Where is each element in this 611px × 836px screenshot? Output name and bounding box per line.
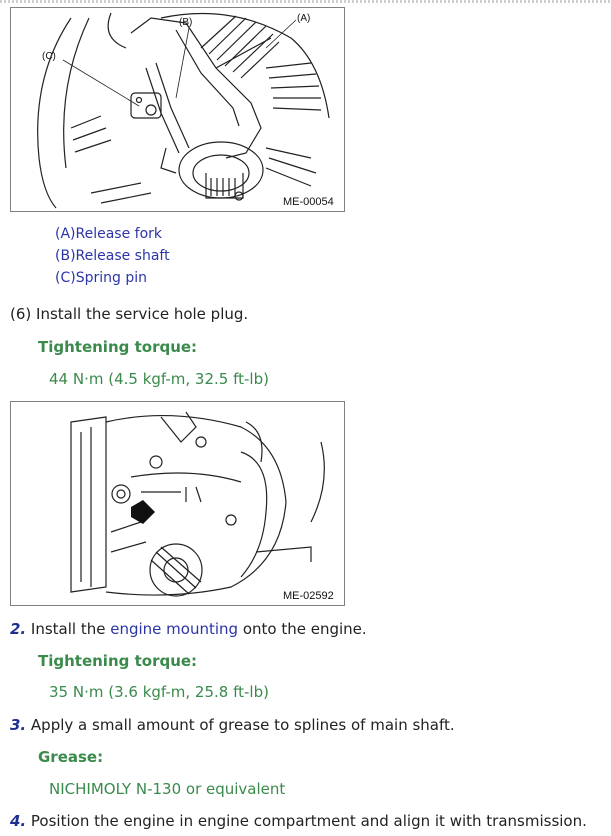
legend-item-release-shaft: (B)Release shaft — [55, 248, 170, 264]
page-top-border — [0, 0, 611, 3]
step-6-torque-value: 44 N·m (4.5 kgf-m, 32.5 ft-lb) — [49, 370, 269, 388]
callout-b: (B) — [179, 17, 193, 28]
service-hole-drawing — [70, 411, 325, 597]
legend-item-spring-pin: (C)Spring pin — [55, 270, 147, 286]
step-2-before: Install the — [30, 620, 106, 638]
step-4-number: 4. — [10, 812, 27, 830]
service-hole-plug-illustration: ME-02592 — [10, 401, 345, 606]
step-4-body: Position the engine in engine compartmen… — [30, 812, 587, 830]
step-2-torque-label: Tightening torque: — [38, 652, 198, 670]
step-2-torque-value: 35 N·m (3.6 kgf-m, 25.8 ft-lb) — [49, 683, 269, 701]
step-2-number: 2. — [10, 620, 27, 638]
grease-value: NICHIMOLY N-130 or equivalent — [49, 780, 286, 798]
figure-code: ME-02592 — [283, 590, 334, 602]
step-2-text: 2. Install the engine mounting onto the … — [10, 620, 367, 638]
figure-code: ME-00054 — [283, 196, 334, 208]
step-3-text: 3. Apply a small amount of grease to spl… — [10, 716, 455, 734]
legend-item-release-fork: (A)Release fork — [55, 226, 163, 242]
callout-a: (A) — [297, 13, 311, 24]
step-3-body: Apply a small amount of grease to spline… — [30, 716, 455, 734]
step-4-text: 4. Position the engine in engine compart… — [10, 812, 587, 830]
release-fork-drawing — [37, 12, 330, 209]
step-6-text: (6) Install the service hole plug. — [10, 305, 249, 323]
engine-mounting-link[interactable]: engine mounting — [110, 620, 239, 638]
step-2-after: onto the engine. — [242, 620, 367, 638]
grease-label: Grease: — [38, 748, 104, 766]
step-3-number: 3. — [10, 716, 27, 734]
callout-c: (C) — [42, 51, 56, 62]
release-fork-illustration: (A) (B) (C) ME-00054 — [10, 7, 345, 212]
step-6-torque-label: Tightening torque: — [38, 338, 198, 356]
